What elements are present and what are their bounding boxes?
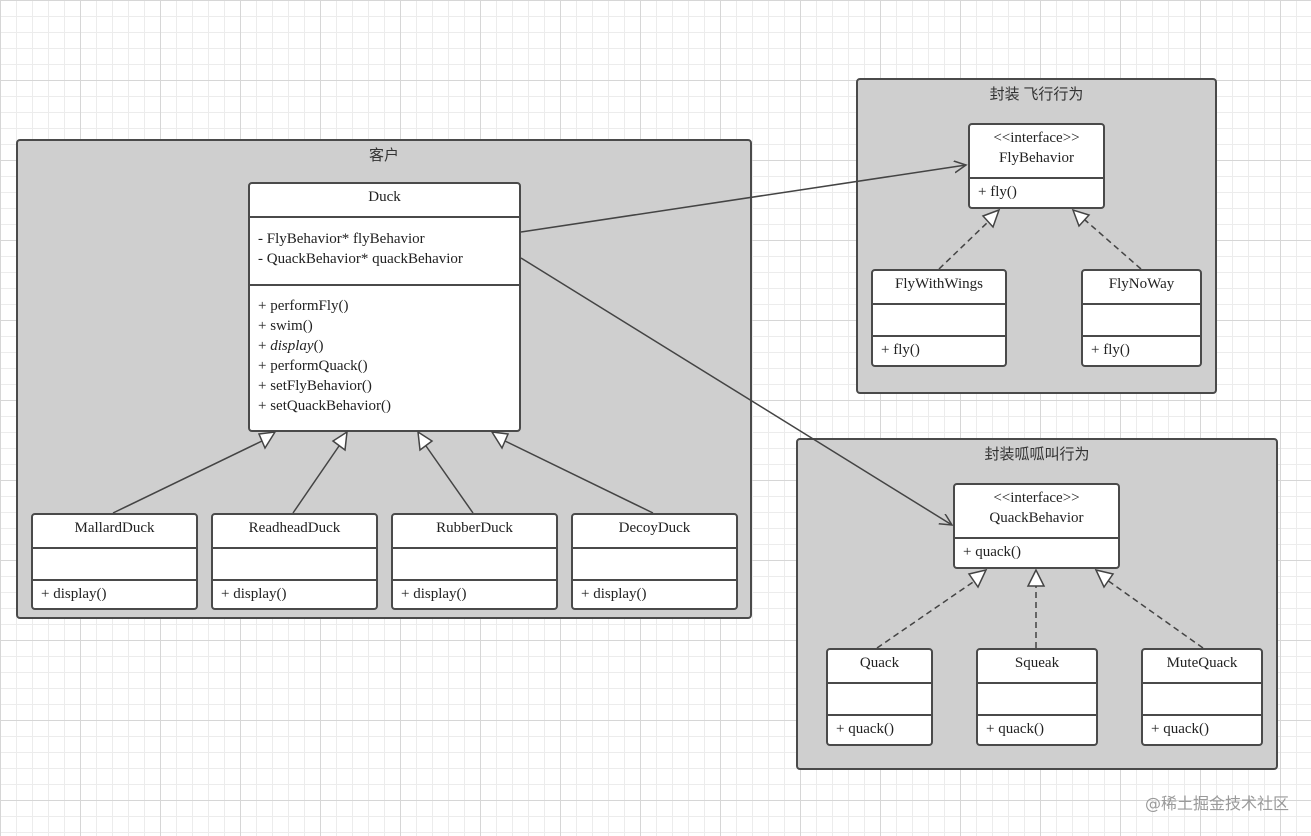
class-readhead-duck-attrs (213, 547, 376, 579)
class-readhead-duck-name: ReadheadDuck (248, 520, 341, 536)
decoy-method-display: + display() (581, 586, 647, 602)
fly-with-wings-method: + fly() (881, 342, 920, 358)
class-mute-quack-name: MuteQuack (1166, 655, 1238, 671)
duck-method-set-quack: + setQuackBehavior() (258, 398, 391, 414)
class-decoy-duck-methods: + display() (573, 579, 736, 608)
class-readhead-duck[interactable]: ReadheadDuck + display() (211, 513, 378, 610)
class-fly-no-way[interactable]: FlyNoWay + fly() (1081, 269, 1202, 367)
class-squeak-attrs (978, 682, 1096, 714)
quack-method: + quack() (836, 721, 895, 737)
class-fly-no-way-attrs (1083, 303, 1200, 335)
class-decoy-duck[interactable]: DecoyDuck + display() (571, 513, 738, 610)
class-decoy-duck-attrs (573, 547, 736, 579)
class-mallard-duck[interactable]: MallardDuck + display() (31, 513, 198, 610)
fly-no-way-method: + fly() (1091, 342, 1130, 358)
duck-method-display: + display() (258, 338, 324, 354)
duck-field-quack: - QuackBehavior* quackBehavior (258, 251, 463, 267)
watermark: @稀土掘金技术社区 (1144, 794, 1289, 813)
class-quack-methods: + quack() (828, 714, 931, 744)
class-rubber-duck-attrs (393, 547, 556, 579)
interface-quack-behavior-methods: + quack() (955, 537, 1118, 567)
class-quack-name: Quack (859, 655, 900, 671)
class-fly-with-wings-methods: + fly() (873, 335, 1005, 365)
class-mallard-duck-methods: + display() (33, 579, 196, 608)
duck-field-fly: - FlyBehavior* flyBehavior (258, 231, 425, 247)
class-rubber-duck[interactable]: RubberDuck + display() (391, 513, 558, 610)
class-duck-name: Duck (368, 189, 401, 205)
class-squeak[interactable]: Squeak + quack() (976, 648, 1098, 746)
package-client-title: 客户 (368, 148, 399, 164)
class-fly-with-wings-attrs (873, 303, 1005, 335)
interface-quack-behavior-header: <<interface>> QuackBehavior (955, 485, 1118, 537)
class-duck-methods: + performFly() + swim() + display() + pe… (250, 284, 519, 430)
interface-fly-behavior-header: <<interface>> FlyBehavior (970, 125, 1103, 177)
interface-quack-behavior[interactable]: <<interface>> QuackBehavior + quack() (953, 483, 1120, 569)
interface-fly-behavior-methods: + fly() (970, 177, 1103, 207)
quack-behavior-method: + quack() (963, 544, 1022, 560)
class-readhead-duck-methods: + display() (213, 579, 376, 608)
fly-behavior-stereotype: <<interface>> (993, 130, 1080, 146)
class-duck-fields: - FlyBehavior* flyBehavior - QuackBehavi… (250, 216, 519, 284)
fly-behavior-name: FlyBehavior (999, 150, 1074, 166)
class-mute-quack-methods: + quack() (1143, 714, 1261, 744)
interface-fly-behavior[interactable]: <<interface>> FlyBehavior + fly() (968, 123, 1105, 209)
class-fly-no-way-name: FlyNoWay (1108, 276, 1175, 292)
class-duck[interactable]: Duck - FlyBehavior* flyBehavior - QuackB… (248, 182, 521, 432)
class-rubber-duck-methods: + display() (393, 579, 556, 608)
mute-quack-method: + quack() (1151, 721, 1210, 737)
class-decoy-duck-name: DecoyDuck (618, 520, 691, 536)
package-quack-title: 封装呱呱叫行为 (984, 447, 1090, 463)
class-rubber-duck-name: RubberDuck (436, 520, 513, 536)
class-mute-quack[interactable]: MuteQuack + quack() (1141, 648, 1263, 746)
duck-method-perform-quack: + performQuack() (258, 358, 368, 374)
class-fly-with-wings[interactable]: FlyWithWings + fly() (871, 269, 1007, 367)
duck-method-perform-fly: + performFly() (258, 298, 349, 314)
class-squeak-methods: + quack() (978, 714, 1096, 744)
readhead-method-display: + display() (221, 586, 287, 602)
quack-behavior-stereotype: <<interface>> (993, 490, 1080, 506)
class-mallard-duck-name: MallardDuck (74, 520, 155, 536)
mallard-method-display: + display() (41, 586, 107, 602)
class-squeak-name: Squeak (1014, 655, 1060, 671)
duck-method-set-fly: + setFlyBehavior() (258, 378, 372, 394)
rubber-method-display: + display() (401, 586, 467, 602)
quack-behavior-name: QuackBehavior (989, 510, 1084, 526)
class-quack-attrs (828, 682, 931, 714)
class-mallard-duck-attrs (33, 547, 196, 579)
class-fly-no-way-methods: + fly() (1083, 335, 1200, 365)
package-fly-title: 封装 飞行行为 (989, 87, 1084, 103)
duck-method-swim: + swim() (258, 318, 313, 334)
class-quack[interactable]: Quack + quack() (826, 648, 933, 746)
duck-method-display-abstract: display (270, 338, 314, 354)
class-mute-quack-attrs (1143, 682, 1261, 714)
class-fly-with-wings-name: FlyWithWings (895, 276, 983, 292)
squeak-method: + quack() (986, 721, 1045, 737)
fly-behavior-method: + fly() (978, 184, 1017, 200)
